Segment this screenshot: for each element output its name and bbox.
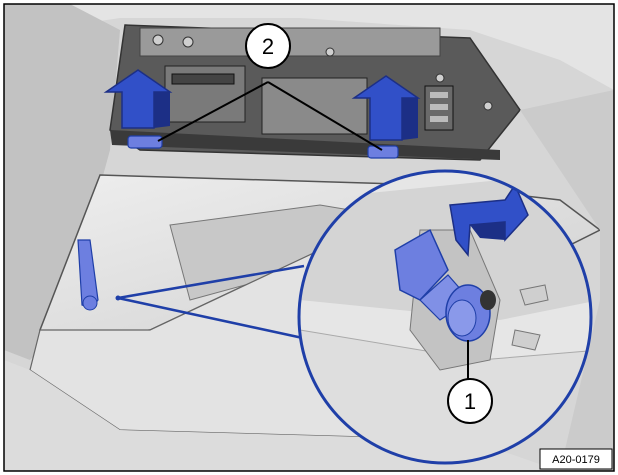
screw-5 [483, 101, 493, 111]
callout-1-number: 1 [464, 389, 476, 414]
screw-4 [435, 73, 445, 83]
a-pillar-left [4, 4, 120, 360]
upper-clip-right [367, 145, 399, 159]
reference-code: A20-0179 [552, 454, 600, 466]
screw-1 [152, 34, 164, 46]
upper-clip-left [127, 135, 163, 149]
module-left-slot [171, 73, 235, 85]
dashboard-right [520, 90, 614, 471]
screw-3 [325, 47, 335, 57]
connector-pin-3 [430, 116, 448, 122]
reference-code-box: A20-0179 [539, 448, 613, 470]
hinge-pivot-left [82, 295, 98, 311]
figure-border [3, 3, 615, 472]
zoom-leader-lines [115, 264, 313, 342]
zoom-detail [297, 169, 593, 465]
screw-2 [182, 36, 194, 48]
zoom-hinge-strap [394, 228, 449, 301]
callout-2: 2 [157, 23, 383, 151]
callout-1: 1 [447, 340, 493, 424]
up-arrow-icon [103, 69, 173, 129]
opening-lower-rail [110, 130, 500, 160]
callout-2-number: 2 [262, 34, 274, 59]
connector-pin-1 [430, 92, 448, 98]
up-arrow-icon [351, 75, 421, 141]
rotate-arrow-icon [449, 183, 529, 257]
connector-pin-2 [430, 104, 448, 110]
hinge-knob [445, 284, 496, 342]
module-right [261, 77, 368, 135]
dashboard-upper [4, 4, 614, 90]
